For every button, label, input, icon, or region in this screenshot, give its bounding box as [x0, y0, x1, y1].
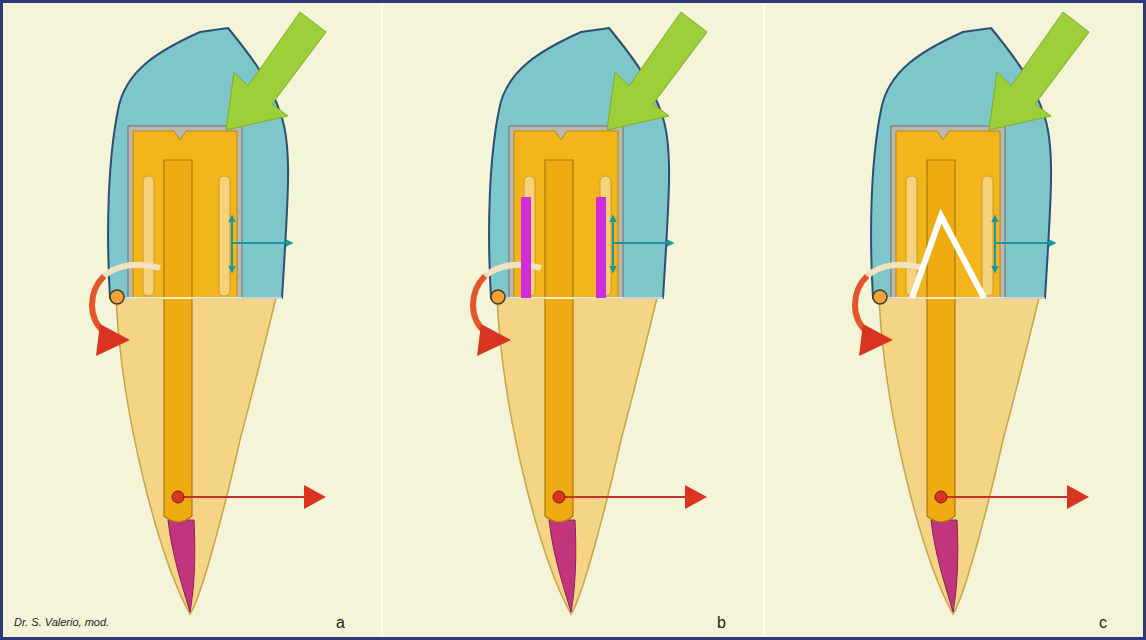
rotation-arrowhead — [96, 324, 130, 356]
panel-divider — [763, 3, 765, 637]
margin-line — [110, 297, 282, 299]
canal-filling — [168, 520, 195, 612]
margin-line — [873, 297, 1045, 299]
post — [545, 160, 573, 522]
core-slot — [982, 176, 993, 296]
tension-arrow — [613, 242, 673, 244]
root — [497, 298, 657, 614]
margin-line — [491, 297, 663, 299]
tension-arrow — [232, 242, 292, 244]
force-arrow — [178, 496, 308, 498]
load-arrow — [607, 12, 707, 130]
tooth — [92, 12, 326, 614]
root — [116, 298, 276, 614]
force-point — [553, 491, 565, 503]
canal-filling — [549, 520, 576, 612]
canal-filling — [931, 520, 958, 612]
force-arrowhead — [304, 485, 326, 509]
root — [879, 298, 1039, 614]
core-slot — [143, 176, 154, 296]
fulcrum-point — [873, 290, 887, 304]
tooth — [855, 12, 1089, 614]
force-arrowhead — [685, 485, 707, 509]
panel-letter: b — [717, 614, 726, 632]
force-arrowhead — [1067, 485, 1089, 509]
force-point — [935, 491, 947, 503]
tension-arrow — [995, 242, 1055, 244]
credit-text: Dr. S. Valerio, mod. — [14, 616, 109, 628]
rotation-arrow — [485, 265, 541, 276]
rotation-arrowhead — [859, 324, 893, 356]
post — [164, 160, 192, 522]
panel-divider — [381, 3, 383, 637]
load-arrow — [989, 12, 1089, 130]
core-slot — [906, 176, 917, 296]
fulcrum-point — [110, 290, 124, 304]
stress-bar — [596, 197, 606, 298]
force-arrow — [941, 496, 1071, 498]
stress-bar — [521, 197, 531, 298]
wedge-lines — [912, 216, 984, 298]
fulcrum-point — [491, 290, 505, 304]
force-point — [172, 491, 184, 503]
force-arrow — [559, 496, 689, 498]
core-slot — [219, 176, 230, 296]
rotation-arrowhead — [477, 324, 511, 356]
rotation-arrow — [867, 265, 923, 276]
panel-letter: c — [1099, 614, 1107, 632]
tooth — [473, 12, 707, 614]
load-arrow — [226, 12, 326, 130]
panel-letter: a — [336, 614, 345, 632]
rotation-arrow — [104, 265, 160, 276]
